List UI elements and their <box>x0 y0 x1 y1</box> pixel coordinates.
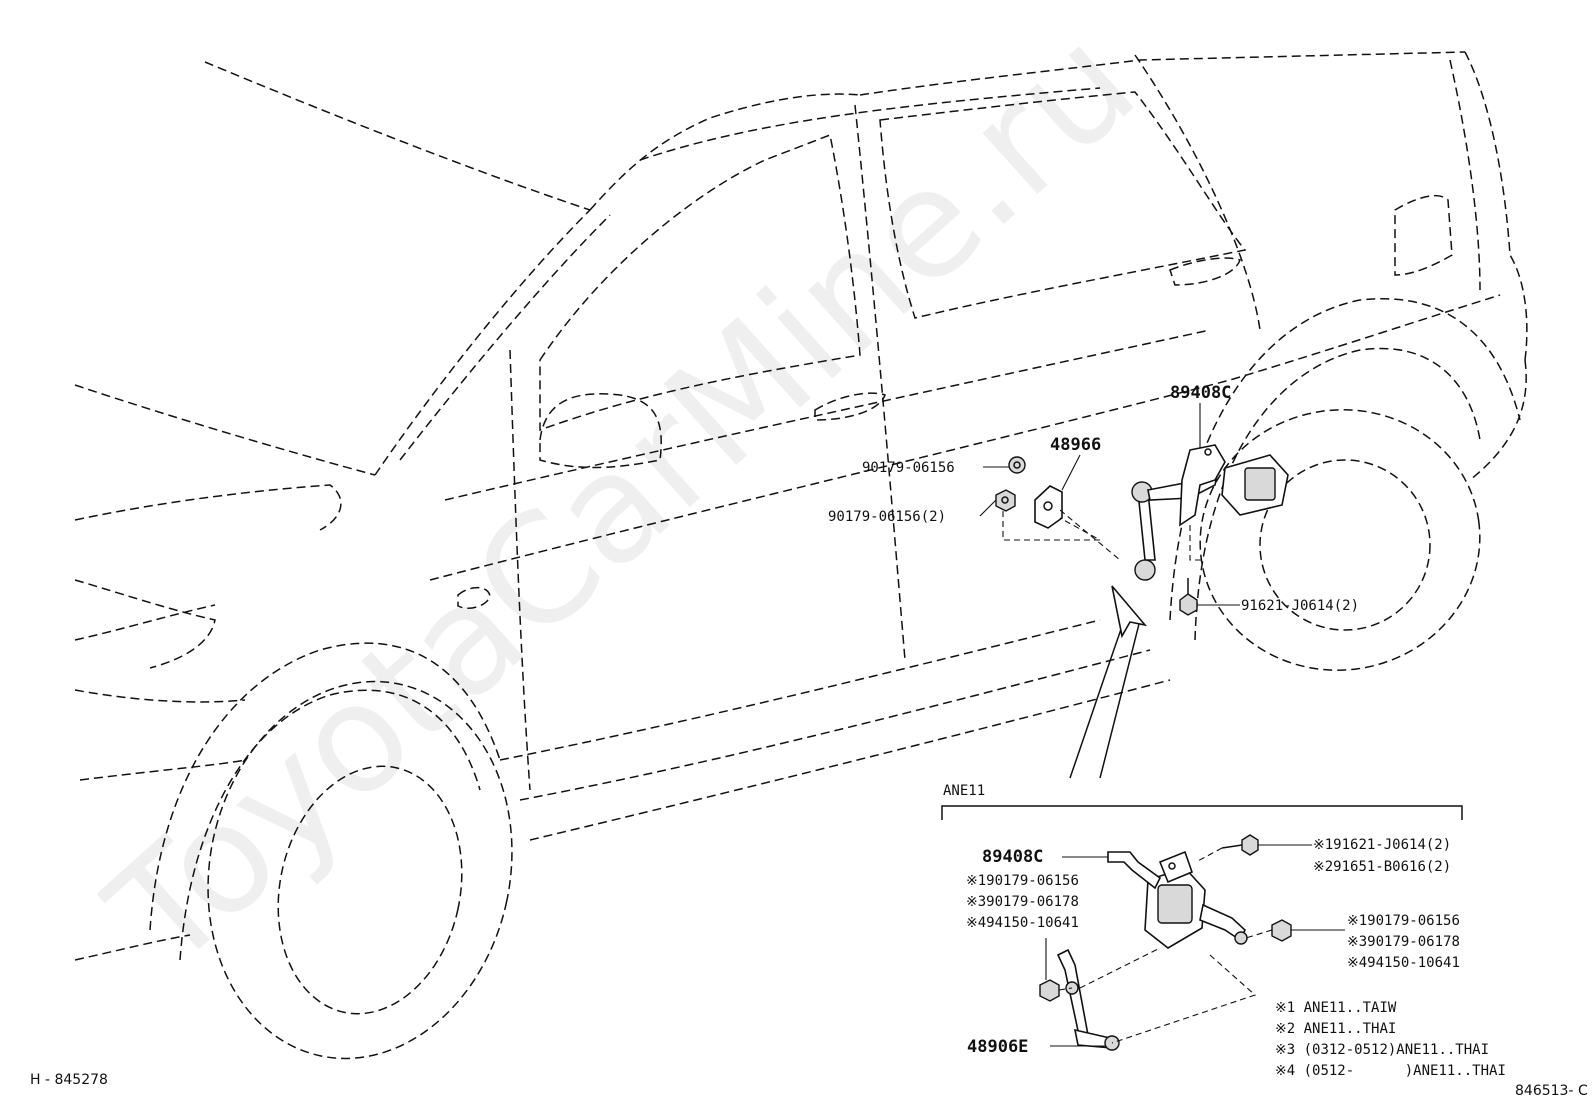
nut-icon <box>1008 456 1026 474</box>
inset-label-left-3: ※390179-06178 <box>966 894 1079 910</box>
inset-label-left-4: ※494150-10641 <box>966 915 1079 931</box>
inset-label-48906E: 48906E <box>967 1037 1028 1057</box>
inset-nut-left-icon <box>1039 979 1060 1002</box>
label-nut-90179-06156-2: 90179-06156(2) <box>828 509 946 525</box>
inset-nut-right-icon <box>1271 919 1292 942</box>
note-line: ※2 ANE11..THAI <box>1275 1021 1396 1037</box>
note-line: ※3 (0312-0512)ANE11..THAI <box>1275 1042 1489 1058</box>
detail-arrow <box>1069 585 1148 779</box>
bolt-icon <box>1179 578 1198 616</box>
inset-label-right-4: ※494150-10641 <box>1347 955 1460 971</box>
inset-label-top-1: ※191621-J0614(2) <box>1313 837 1451 853</box>
note-line: ※1 ANE11..TAIW <box>1275 1000 1397 1016</box>
label-48966: 48966 <box>1050 435 1101 455</box>
inset-title: ANE11 <box>943 783 985 799</box>
inset-bolt-icon <box>1221 834 1259 856</box>
inset-label-89408C: 89408C <box>982 847 1043 867</box>
height-sensor-assembly <box>995 444 1289 616</box>
ref-code-left: H - 845278 <box>30 1072 108 1088</box>
hex-nut-icon <box>995 489 1016 512</box>
inset-notes: ※1 ANE11..TAIW ※2 ANE11..THAI ※3 (0312-0… <box>1275 1000 1506 1079</box>
note-line: ※4 (0512- )ANE11..THAI <box>1275 1063 1506 1079</box>
inset-label-right-3: ※390179-06178 <box>1347 934 1460 950</box>
main-callout-leaders <box>979 403 1240 606</box>
inset-label-right-1: ※190179-06156 <box>1347 913 1460 929</box>
inset-ane11: ANE11 <box>941 783 1463 1051</box>
label-nut-90179-06156: 90179-06156 <box>862 460 955 476</box>
label-89408C: 89408C <box>1170 383 1231 403</box>
car-body-outline <box>74 51 1528 1060</box>
ref-code-right: 846513- C <box>1515 1083 1588 1099</box>
label-bolt-91621-J0614-2: 91621-J0614(2) <box>1241 598 1359 614</box>
inset-label-left-1: ※190179-06156 <box>966 873 1079 889</box>
inset-label-top-2: ※291651-B0616(2) <box>1313 859 1451 875</box>
